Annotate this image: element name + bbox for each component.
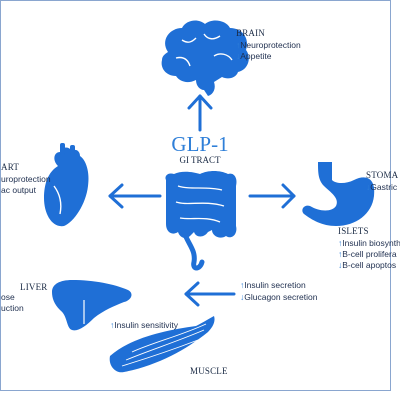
liver-icon [52, 280, 132, 331]
pancreas-effect-1: ↑Insulin secretion [240, 280, 306, 290]
arrow-to-heart [108, 183, 162, 209]
islets-effect-1: ↑Insulin biosynth [338, 238, 400, 248]
arrow-to-liver [184, 281, 236, 307]
liver-effect-1: ose [1, 292, 15, 302]
brain-effect-2: ↓Appetite [236, 51, 272, 61]
islets-effect-2: ↑B-cell prolifera [338, 249, 397, 259]
arrow-to-brain [187, 94, 213, 132]
up-arrow-icon: ↑ [110, 320, 115, 330]
stomach-effect-1: ↓Gastric [366, 182, 398, 192]
heart-title: ART [1, 162, 20, 172]
up-arrow-icon: ↑ [240, 280, 245, 290]
down-arrow-icon: ↓ [338, 260, 343, 270]
up-arrow-icon: ↑ [338, 249, 343, 259]
arrow-to-stomach [248, 183, 296, 209]
heart-icon [44, 143, 89, 227]
down-arrow-icon: ↓ [240, 292, 245, 302]
down-arrow-icon: ↓ [236, 51, 241, 61]
brain-icon [161, 20, 249, 96]
bottom-margin [0, 391, 400, 400]
muscle-title: MUSCLE [190, 366, 228, 376]
heart-effect-1: uroprotection [1, 174, 51, 184]
intestine-icon [165, 171, 237, 271]
muscle-effect-1: ↑Insulin sensitivity [110, 320, 179, 330]
stomach-icon [302, 162, 375, 226]
heart-effect-2: ac output [1, 185, 36, 195]
liver-effect-2: uction [1, 303, 24, 313]
down-arrow-icon: ↓ [366, 182, 371, 192]
islets-title: ISLETS [338, 226, 369, 236]
up-arrow-icon: ↑ [338, 238, 343, 248]
brain-effect-1: ↑Neuroprotection [236, 40, 301, 50]
liver-title: LIVER [20, 282, 48, 292]
brain-title: BRAIN [236, 28, 266, 38]
islets-effect-3: ↓B-cell apoptos [338, 260, 397, 270]
figure-frame [0, 0, 391, 391]
muscle-icon [109, 316, 215, 373]
up-arrow-icon: ↑ [236, 40, 241, 50]
center-subtitle: GI TRACT [179, 155, 221, 165]
center-title: GLP-1 [171, 132, 229, 156]
stomach-title: STOMA [366, 170, 399, 180]
pancreas-effect-2: ↓Glucagon secretion [240, 292, 318, 302]
